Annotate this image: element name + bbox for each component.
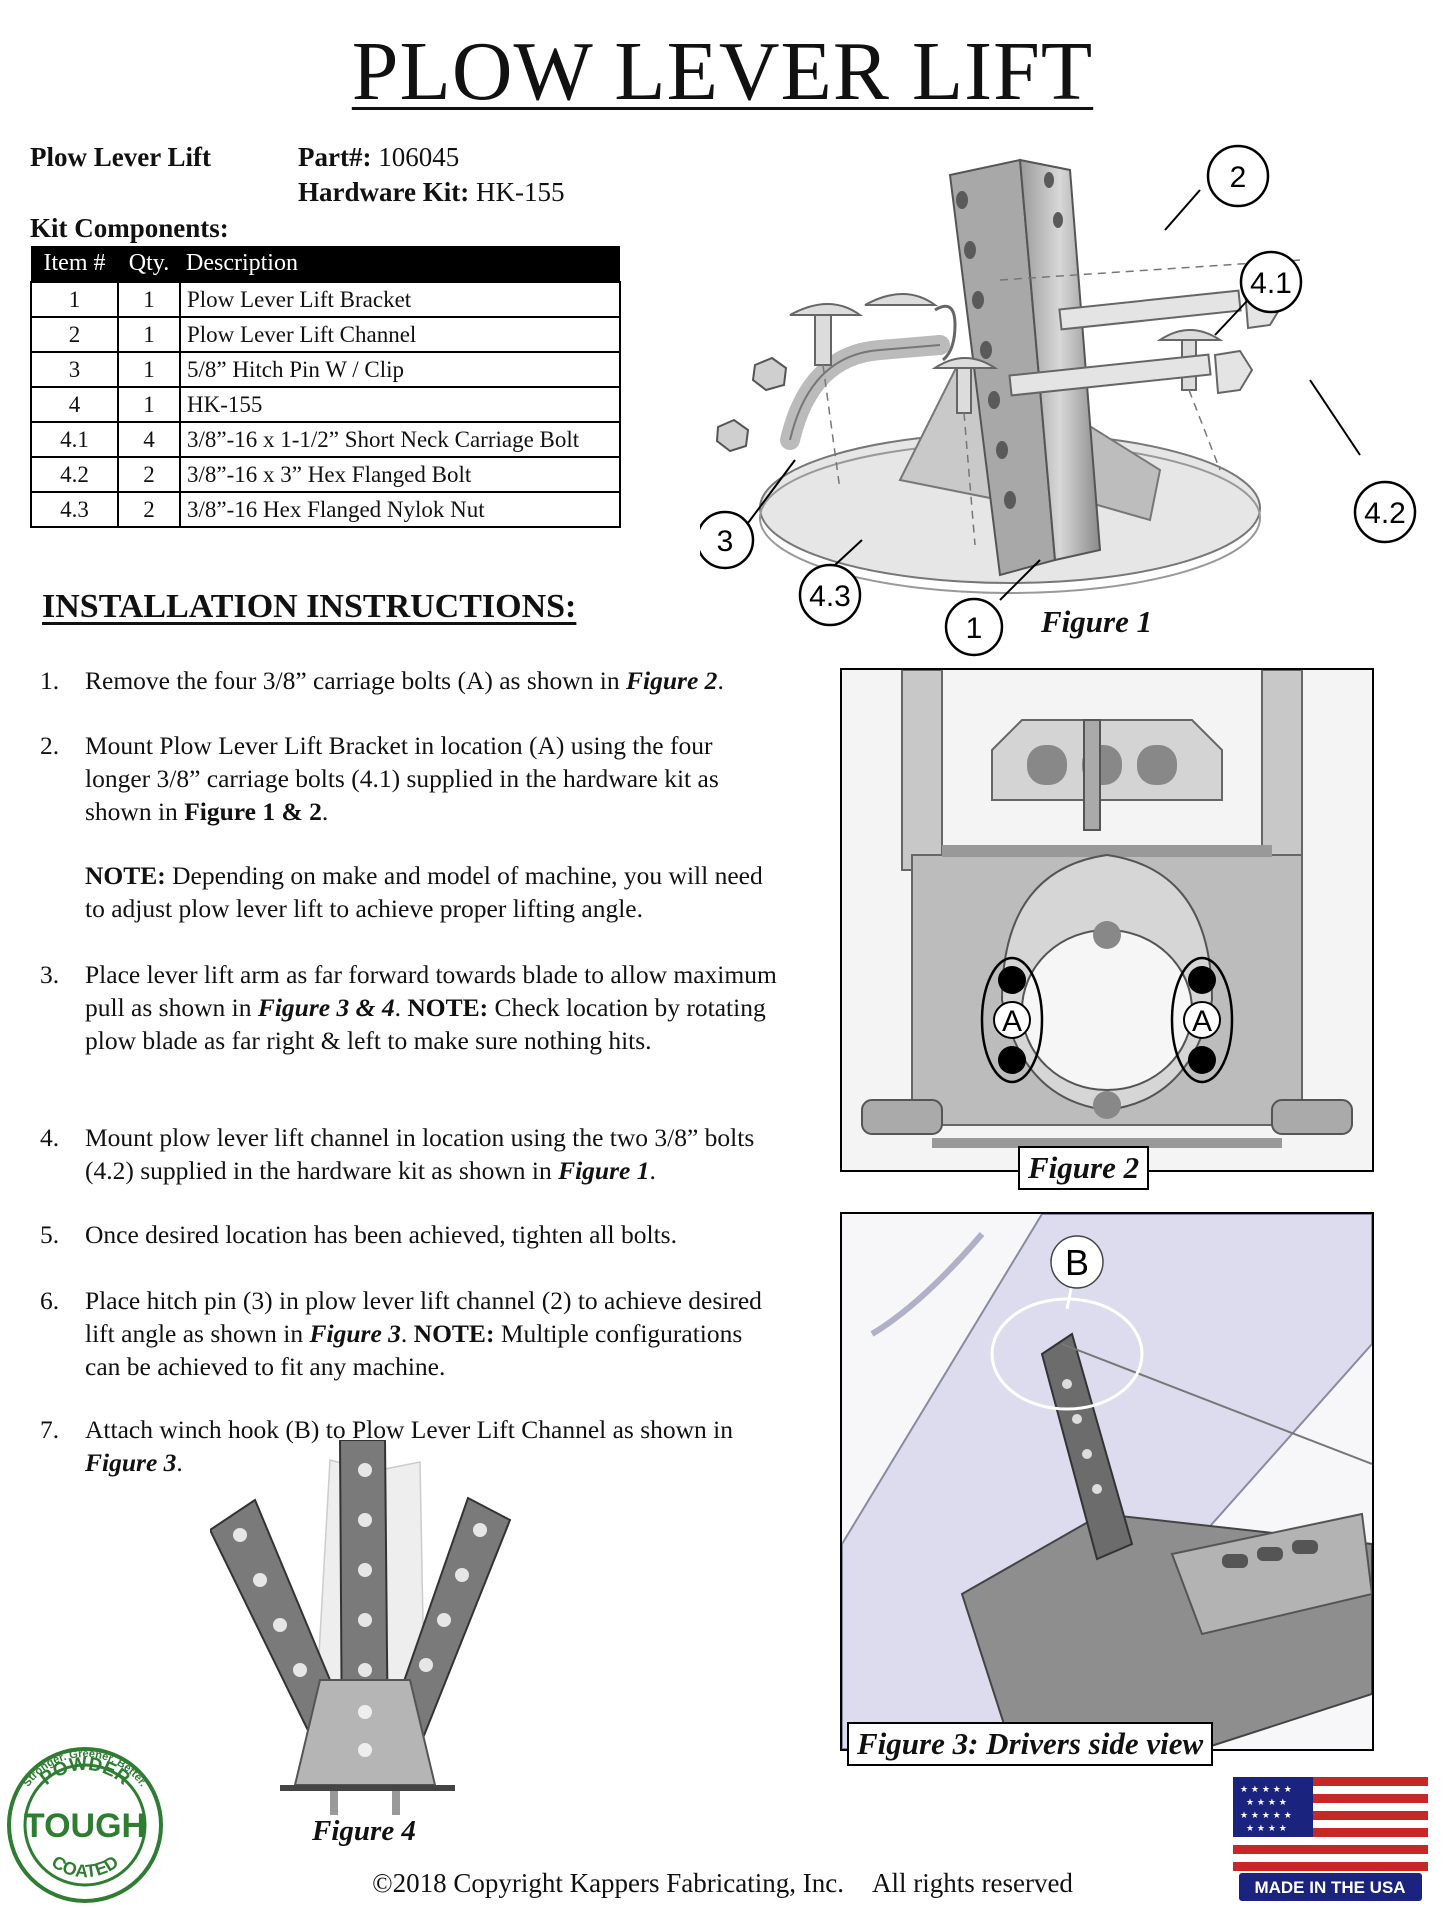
instruction-step-1: 1. Remove the four 3/8” carriage bolts (… bbox=[40, 666, 724, 695]
cell-qty: 2 bbox=[117, 491, 181, 528]
svg-text:1: 1 bbox=[966, 612, 983, 645]
cell-desc: 3/8”-16 Hex Flanged Nylok Nut bbox=[179, 491, 621, 528]
instruction-step-6: 6. Place hitch pin (3) in plow lever lif… bbox=[40, 1286, 762, 1381]
figure-3-drivers-side-view: B bbox=[842, 1214, 1372, 1749]
cell-desc: Plow Lever Lift Channel bbox=[179, 316, 621, 353]
made-in-usa-logo: ★ ★ ★ ★ ★ ★ ★ ★ ★ ★ ★ ★ ★ ★ ★ ★ ★ ★ MADE IN… bbox=[1233, 1777, 1428, 1903]
svg-text:A: A bbox=[1192, 1005, 1212, 1038]
kit-components-label: Kit Components: bbox=[30, 213, 229, 243]
cell-qty: 4 bbox=[117, 421, 181, 458]
callout-1: 1 bbox=[944, 597, 1004, 657]
figure-2-frame: A A bbox=[840, 668, 1374, 1172]
col-qty: Qty. bbox=[118, 246, 180, 282]
instruction-note: NOTE: Depending on make and model of mac… bbox=[85, 861, 763, 923]
callout-4-2: 4.2 bbox=[1353, 480, 1417, 544]
cell-qty: 1 bbox=[117, 351, 181, 388]
callout-4-3: 4.3 bbox=[798, 563, 862, 627]
cell-qty: 1 bbox=[117, 316, 181, 353]
cell-desc: 3/8”-16 x 3” Hex Flanged Bolt bbox=[179, 456, 621, 493]
instructions-heading: INSTALLATION INSTRUCTIONS: bbox=[42, 588, 577, 625]
figure-1-caption: Figure 1 bbox=[1041, 604, 1153, 639]
cell-item: 4.3 bbox=[30, 491, 119, 528]
cell-desc: 5/8” Hitch Pin W / Clip bbox=[179, 351, 621, 388]
figure-4-channel-positions bbox=[210, 1440, 512, 1815]
instruction-step-7: 7. Attach winch hook (B) to Plow Lever L… bbox=[40, 1415, 734, 1477]
cell-desc: 3/8”-16 x 1-1/2” Short Neck Carriage Bol… bbox=[179, 421, 621, 458]
figure-4-caption: Figure 4 bbox=[312, 1815, 416, 1847]
col-item: Item # bbox=[31, 246, 118, 282]
cell-item: 1 bbox=[30, 281, 119, 318]
cell-item: 4.2 bbox=[30, 456, 119, 493]
col-description: Description bbox=[180, 246, 620, 282]
instruction-step-4: 4. Mount plow lever lift channel in loca… bbox=[40, 1123, 755, 1185]
svg-text:2: 2 bbox=[1230, 161, 1247, 194]
svg-text:★ ★ ★ ★: ★ ★ ★ ★ bbox=[1246, 1798, 1287, 1808]
figure-3-caption: Figure 3: Drivers side view bbox=[847, 1722, 1214, 1766]
callout-b: B bbox=[1050, 1235, 1104, 1289]
hardware-kit: Hardware Kit: HK-155 bbox=[298, 177, 565, 207]
svg-text:★ ★ ★ ★ ★: ★ ★ ★ ★ ★ bbox=[1240, 1785, 1292, 1795]
figure-2-mount-plate: A A bbox=[842, 670, 1372, 1170]
instruction-step-3: 3. Place lever lift arm as far forward t… bbox=[40, 960, 777, 1055]
svg-text:4.3: 4.3 bbox=[809, 580, 851, 613]
svg-text:B: B bbox=[1065, 1242, 1089, 1283]
cell-desc: Plow Lever Lift Bracket bbox=[179, 281, 621, 318]
cell-desc: HK-155 bbox=[179, 386, 621, 423]
svg-text:★ ★ ★ ★ ★: ★ ★ ★ ★ ★ bbox=[1240, 1811, 1292, 1821]
page-title: PLOW LEVER LIFT bbox=[351, 25, 1094, 118]
svg-text:A: A bbox=[1002, 1005, 1022, 1038]
svg-text:4.2: 4.2 bbox=[1364, 497, 1406, 530]
svg-text:TOUGH: TOUGH bbox=[24, 1807, 146, 1845]
callout-3: 3 bbox=[700, 510, 755, 570]
callout-4-1: 4.1 bbox=[1239, 250, 1303, 314]
hitch-pin bbox=[780, 335, 950, 450]
figure-3-frame: B bbox=[840, 1212, 1374, 1751]
figure-1-exploded-view: 2 4.1 4.2 3 4.3 1 bbox=[700, 144, 1417, 657]
cell-item: 3 bbox=[30, 351, 119, 388]
cell-item: 4.1 bbox=[30, 421, 119, 458]
instruction-step-2: 2. Mount Plow Lever Lift Bracket in loca… bbox=[40, 731, 719, 826]
copyright-footer: ©2018 Copyright Kappers Fabricating, Inc… bbox=[372, 1868, 1073, 1898]
cell-item: 2 bbox=[30, 316, 119, 353]
cell-qty: 2 bbox=[117, 456, 181, 493]
part-number: Part#: 106045 bbox=[298, 142, 460, 172]
callout-a-right: A bbox=[1183, 1001, 1221, 1039]
svg-text:4.1: 4.1 bbox=[1250, 267, 1292, 300]
callout-a-left: A bbox=[993, 1001, 1031, 1039]
cell-qty: 1 bbox=[117, 281, 181, 318]
svg-text:3: 3 bbox=[717, 525, 734, 558]
powder-tough-coated-logo: Stronger. Greener. Better. POWDER TOUGH … bbox=[7, 1747, 163, 1903]
svg-text:MADE IN THE USA: MADE IN THE USA bbox=[1254, 1878, 1405, 1897]
instruction-step-5: 5. Once desired location has been achiev… bbox=[40, 1220, 677, 1249]
figure-2-caption: Figure 2 bbox=[1018, 1146, 1150, 1190]
cell-item: 4 bbox=[30, 386, 119, 423]
svg-text:★ ★ ★ ★: ★ ★ ★ ★ bbox=[1246, 1824, 1287, 1834]
callout-2: 2 bbox=[1206, 144, 1270, 208]
product-name: Plow Lever Lift bbox=[30, 142, 211, 172]
table-header-row: Item # Qty. Description bbox=[31, 246, 620, 282]
cell-qty: 1 bbox=[117, 386, 181, 423]
